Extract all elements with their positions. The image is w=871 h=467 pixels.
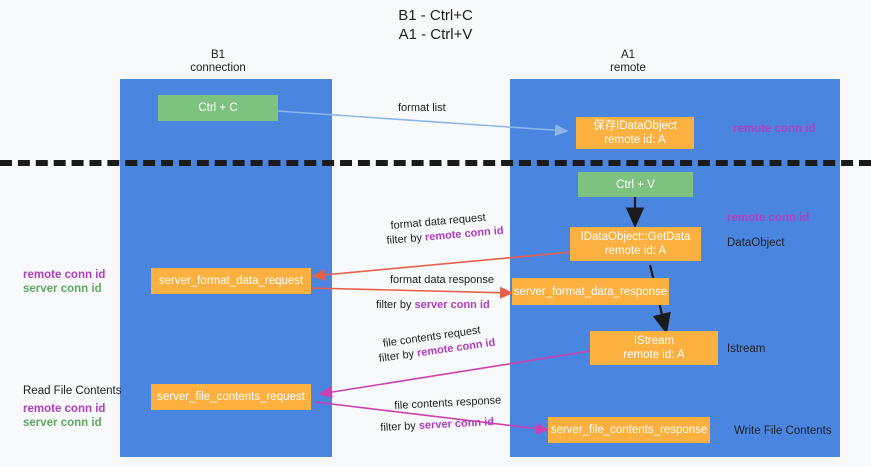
box-ctrl-v[interactable]: Ctrl + V <box>578 172 693 197</box>
annotation-read-file-contents: Read File Contents <box>23 385 122 397</box>
annotation-remote-conn-id-mid: remote conn id <box>727 212 810 224</box>
annotation-remote-conn-id-top: remote conn id <box>733 123 816 135</box>
edge-label-file-contents-response-filter: filter by server conn id <box>380 415 494 435</box>
box-server-format-data-request[interactable]: server_format_data_request <box>151 268 311 294</box>
box-server-file-contents-response-label: server_file_contents_response <box>550 424 708 436</box>
edge-format-data-response <box>309 286 514 299</box>
edge-label-fdresp-filter-prefix: filter by <box>376 299 415 311</box>
phase-divider <box>0 160 871 166</box>
annotation-dataobject: DataObject <box>727 237 785 249</box>
edge-label-fcresp-filter-key: server conn id <box>418 416 495 432</box>
annotation-istream: Istream <box>727 343 766 355</box>
edge-label-format-list: format list <box>398 102 446 114</box>
edge-label-fdr-filter-prefix: filter by <box>386 231 426 247</box>
box-istream[interactable]: IStream remote id: A <box>590 331 718 365</box>
diagram-title: B1 - Ctrl+C A1 - Ctrl+V <box>0 6 871 44</box>
annotation-left-server-conn-id-mid: server conn id <box>23 283 102 295</box>
annotation-write-file-contents: Write File Contents <box>734 425 832 437</box>
edge-label-file-contents-response: file contents response <box>394 394 502 412</box>
box-getdata-line2: remote id: A <box>604 245 667 257</box>
edge-label-fdresp-filter-key: server conn id <box>414 299 490 311</box>
edge-label-format-data-response-filter: filter by server conn id <box>376 298 490 312</box>
title-line-1: B1 - Ctrl+C <box>398 7 473 24</box>
column-header-b1: B1 connection <box>158 49 278 75</box>
box-istream-line1: IStream <box>633 335 675 347</box>
box-server-format-data-response[interactable]: server_format_data_response <box>512 278 669 305</box>
column-header-a1-sub: remote <box>610 62 646 74</box>
box-save-idataobject[interactable]: 保存IDataObject remote id: A <box>576 117 694 149</box>
box-save-idataobject-line1: 保存IDataObject <box>593 120 677 132</box>
annotation-left-conn-ids-bottom: remote conn id server conn id <box>23 402 105 430</box>
box-server-file-contents-request-label: server_file_contents_request <box>157 391 305 403</box>
edge-label-fcr-filter-prefix: filter by <box>378 347 418 365</box>
annotation-left-server-conn-id-bottom: server conn id <box>23 417 102 429</box>
box-save-idataobject-line2: remote id: A <box>604 134 666 146</box>
column-header-b1-sub: connection <box>190 62 246 74</box>
box-ctrl-c[interactable]: Ctrl + C <box>158 95 278 121</box>
annotation-left-remote-conn-id-bottom: remote conn id <box>23 403 106 415</box>
box-istream-line2: remote id: A <box>623 349 685 361</box>
edge-label-format-data-response: format data response <box>390 274 494 286</box>
box-server-format-data-request-label: server_format_data_request <box>158 275 304 287</box>
box-server-file-contents-request[interactable]: server_file_contents_request <box>151 384 311 410</box>
edge-label-fcresp-filter-prefix: filter by <box>380 419 420 434</box>
annotation-left-conn-ids-mid: remote conn id server conn id <box>23 268 105 296</box>
column-header-a1-name: A1 <box>620 49 636 61</box>
box-server-file-contents-response[interactable]: server_file_contents_response <box>548 417 710 443</box>
box-getdata-line1: IDataObject::GetData <box>580 231 691 243</box>
box-ctrl-v-label: Ctrl + V <box>616 178 655 191</box>
column-header-a1: A1 remote <box>568 49 688 75</box>
title-line-2: A1 - Ctrl+V <box>398 26 473 43</box>
box-idataobject-getdata[interactable]: IDataObject::GetData remote id: A <box>570 227 701 261</box>
column-header-b1-name: B1 <box>210 49 226 61</box>
box-server-format-data-response-label: server_format_data_response <box>513 285 668 298</box>
annotation-left-remote-conn-id-mid: remote conn id <box>23 269 106 281</box>
box-ctrl-c-label: Ctrl + C <box>198 102 238 114</box>
